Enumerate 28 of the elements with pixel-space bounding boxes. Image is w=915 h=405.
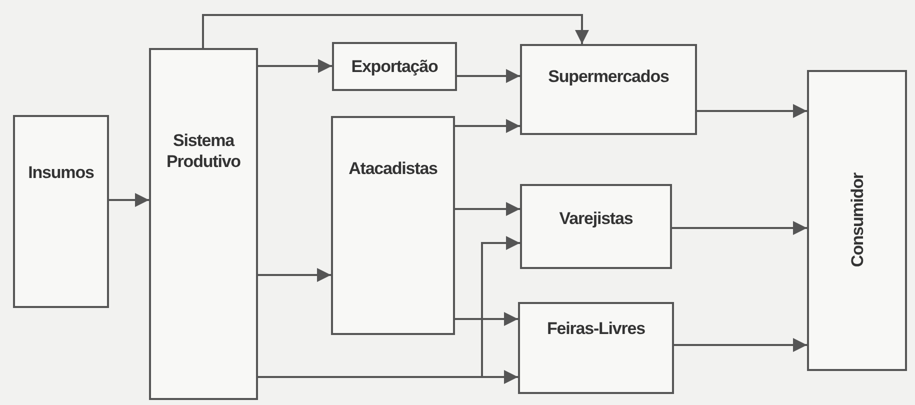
arrow — [109, 193, 149, 207]
box-label: Feiras-Livres — [546, 318, 646, 340]
arrow — [672, 221, 807, 235]
process-box — [518, 302, 674, 394]
box-label: Insumos — [28, 162, 94, 184]
arrow — [455, 202, 520, 216]
process-box — [520, 44, 697, 135]
process-box — [149, 48, 258, 400]
box-label: Exportação — [351, 56, 438, 78]
arrow — [258, 370, 518, 384]
arrow — [457, 69, 520, 83]
arrow — [455, 119, 520, 133]
box-label: Atacadistas — [348, 158, 438, 180]
box-label: Varejistas — [559, 208, 633, 230]
process-box — [332, 42, 457, 91]
process-box — [520, 184, 672, 269]
arrow — [697, 104, 807, 118]
arrow — [258, 268, 331, 282]
arrow — [455, 312, 518, 326]
box-label: Supermercados — [548, 66, 669, 88]
process-box — [807, 70, 907, 371]
process-box — [331, 116, 455, 335]
arrow — [674, 338, 807, 352]
process-box — [13, 115, 109, 308]
box-label: Consumidor — [846, 173, 868, 268]
box-label: Sistema Produtivo — [166, 130, 242, 172]
arrow — [258, 59, 332, 73]
arrow — [202, 14, 589, 48]
